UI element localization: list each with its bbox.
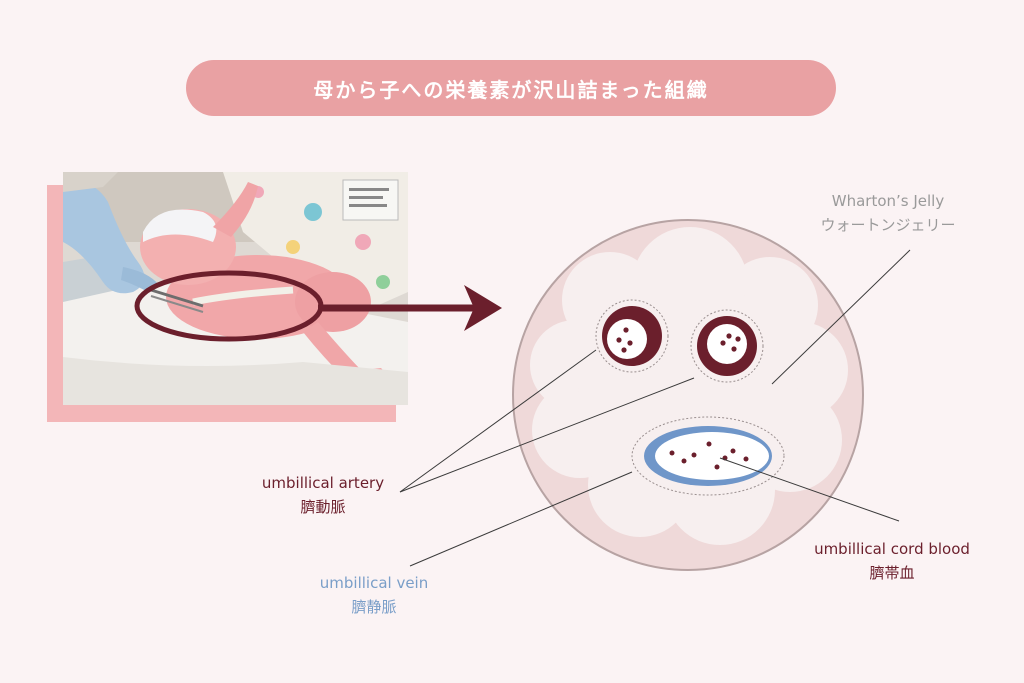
artery-2 [697,316,757,376]
leader-lines [399,249,911,567]
artery-label-ja: 臍動脈 [300,498,346,516]
artery-label-en: umbillical artery [261,474,385,492]
cord-blood-label-en: umbillical cord blood [814,540,970,558]
cord-blood-label-ja: 臍帯血 [869,564,915,582]
newborn-photo-illustration [63,172,408,405]
cord-cross-section [512,219,864,571]
vein [644,426,772,486]
vein-outline [631,416,785,496]
vein-label-en: umbillical vein [319,574,429,592]
wharton-jelly-region [530,227,848,545]
wharton-jelly-label-ja: ウォートンジェリー [820,216,956,234]
page-title: 母から子への栄養素が沢山詰まった組織 [313,77,709,102]
title-banner: 母から子への栄養素が沢山詰まった組織 [186,60,836,116]
wharton-jelly-label-en: Wharton’s Jelly [831,192,945,210]
artery-2-outline [690,309,764,383]
artery-label: umbillical artery 臍動脈 [238,471,408,519]
vein-label-ja: 臍静脈 [351,598,397,616]
vein-label: umbillical vein 臍静脈 [294,571,454,619]
newborn-photo [63,172,408,405]
wharton-jelly-label: Wharton’s Jelly ウォートンジェリー [800,189,976,237]
artery-1-outline [595,299,669,373]
cord-blood-label: umbillical cord blood 臍帯血 [792,537,992,585]
artery-1 [602,306,662,366]
